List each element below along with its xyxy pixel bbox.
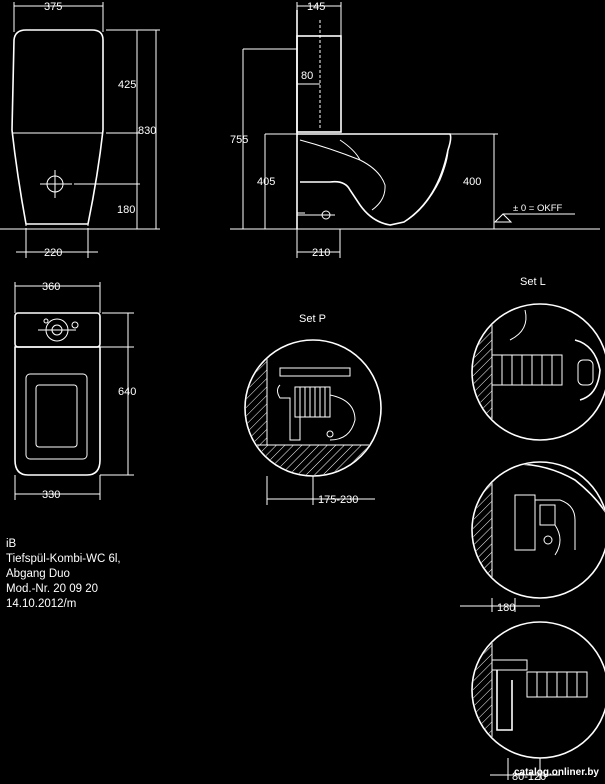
set-l-detail-middle bbox=[460, 461, 605, 612]
front-outlet-height-dim: 180 bbox=[117, 204, 135, 216]
front-base-width-dim: 220 bbox=[44, 247, 62, 259]
set-p-dim: 175-230 bbox=[318, 494, 358, 506]
side-view bbox=[230, 2, 600, 258]
plan-width-top-dim: 360 bbox=[42, 281, 60, 293]
set-p-detail bbox=[244, 339, 382, 505]
front-total-height-dim: 830 bbox=[138, 125, 156, 137]
front-cistern-height-dim: 425 bbox=[118, 79, 136, 91]
watermark: catalog.onliner.by bbox=[513, 767, 599, 778]
info-line-5: 14.10.2012/m bbox=[6, 598, 77, 610]
side-inlet-offset-dim: 80 bbox=[301, 70, 313, 82]
side-cistern-depth-dim: 145 bbox=[307, 1, 325, 13]
side-seat-height-dim: 755 bbox=[230, 134, 248, 146]
front-width-top-dim: 375 bbox=[44, 1, 62, 13]
set-l-detail-bottom bbox=[471, 621, 605, 780]
side-outlet-height-dim: 400 bbox=[463, 176, 481, 188]
set-l-label: Set L bbox=[520, 276, 546, 288]
floor-level-label: ± 0 = OKFF bbox=[513, 203, 562, 214]
plan-depth-dim: 640 bbox=[118, 386, 136, 398]
plan-view bbox=[14, 282, 134, 500]
info-line-3: Abgang Duo bbox=[6, 568, 70, 580]
info-line-4: Mod.-Nr. 20 09 20 bbox=[6, 583, 99, 595]
info-block: iB Tiefspül-Kombi-WC 6l, Abgang Duo Mod.… bbox=[6, 537, 121, 612]
set-p-label: Set P bbox=[299, 313, 326, 325]
plan-width-bottom-dim: 330 bbox=[42, 489, 60, 501]
set-l-dim1: 180 bbox=[497, 602, 515, 614]
info-line-2: Tiefspül-Kombi-WC 6l, bbox=[6, 553, 121, 565]
set-l-dim2: 80-120 bbox=[512, 771, 546, 783]
front-view bbox=[0, 2, 160, 258]
side-pan-height-dim: 405 bbox=[257, 176, 275, 188]
info-line-1: iB bbox=[6, 538, 17, 550]
set-l-detail-top bbox=[471, 303, 605, 441]
side-outlet-distance-dim: 210 bbox=[312, 247, 330, 259]
